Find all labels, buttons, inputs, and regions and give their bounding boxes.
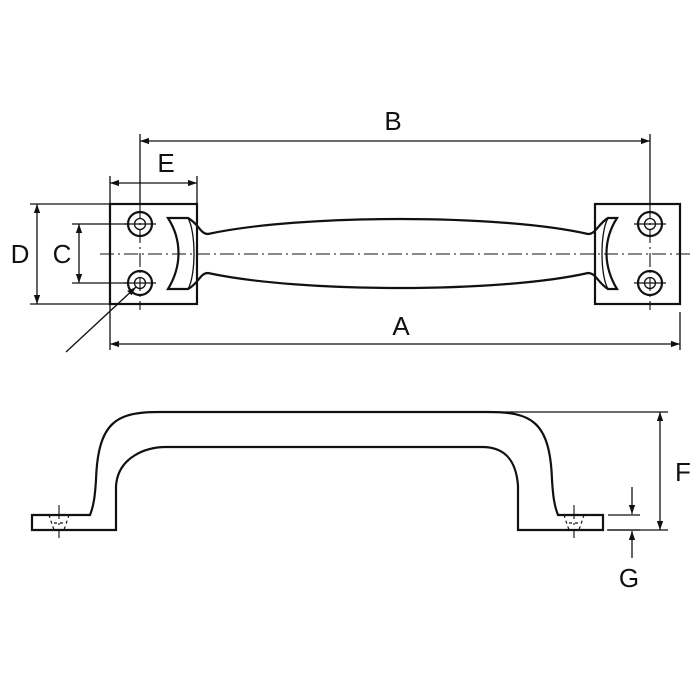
dimension-label-d: D [11, 239, 30, 269]
handle-side-profile [30, 410, 605, 532]
left-flare-line [187, 217, 195, 290]
dimension-label-a: A [392, 311, 410, 341]
side-view [30, 410, 605, 538]
dimension-g: G [608, 487, 640, 593]
dimension-b: B [139, 106, 651, 205]
dimension-c: C [53, 223, 128, 284]
grip-outline [165, 216, 620, 291]
dimension-f: F [486, 411, 691, 531]
dimension-label-f: F [675, 457, 691, 487]
right-flare-line [601, 217, 609, 290]
top-view [65, 202, 690, 353]
dimension-label-e: E [157, 148, 174, 178]
dimension-label-b: B [384, 106, 401, 136]
dimension-e: E [109, 148, 198, 205]
left-countersink-hole [48, 505, 70, 538]
dimension-a: A [109, 304, 681, 350]
dimension-label-c: C [53, 239, 72, 269]
dimension-label-g: G [619, 563, 639, 593]
right-countersink-hole [563, 505, 585, 538]
dimension-d: D [11, 203, 110, 305]
hole-leader-arrow [65, 286, 137, 353]
